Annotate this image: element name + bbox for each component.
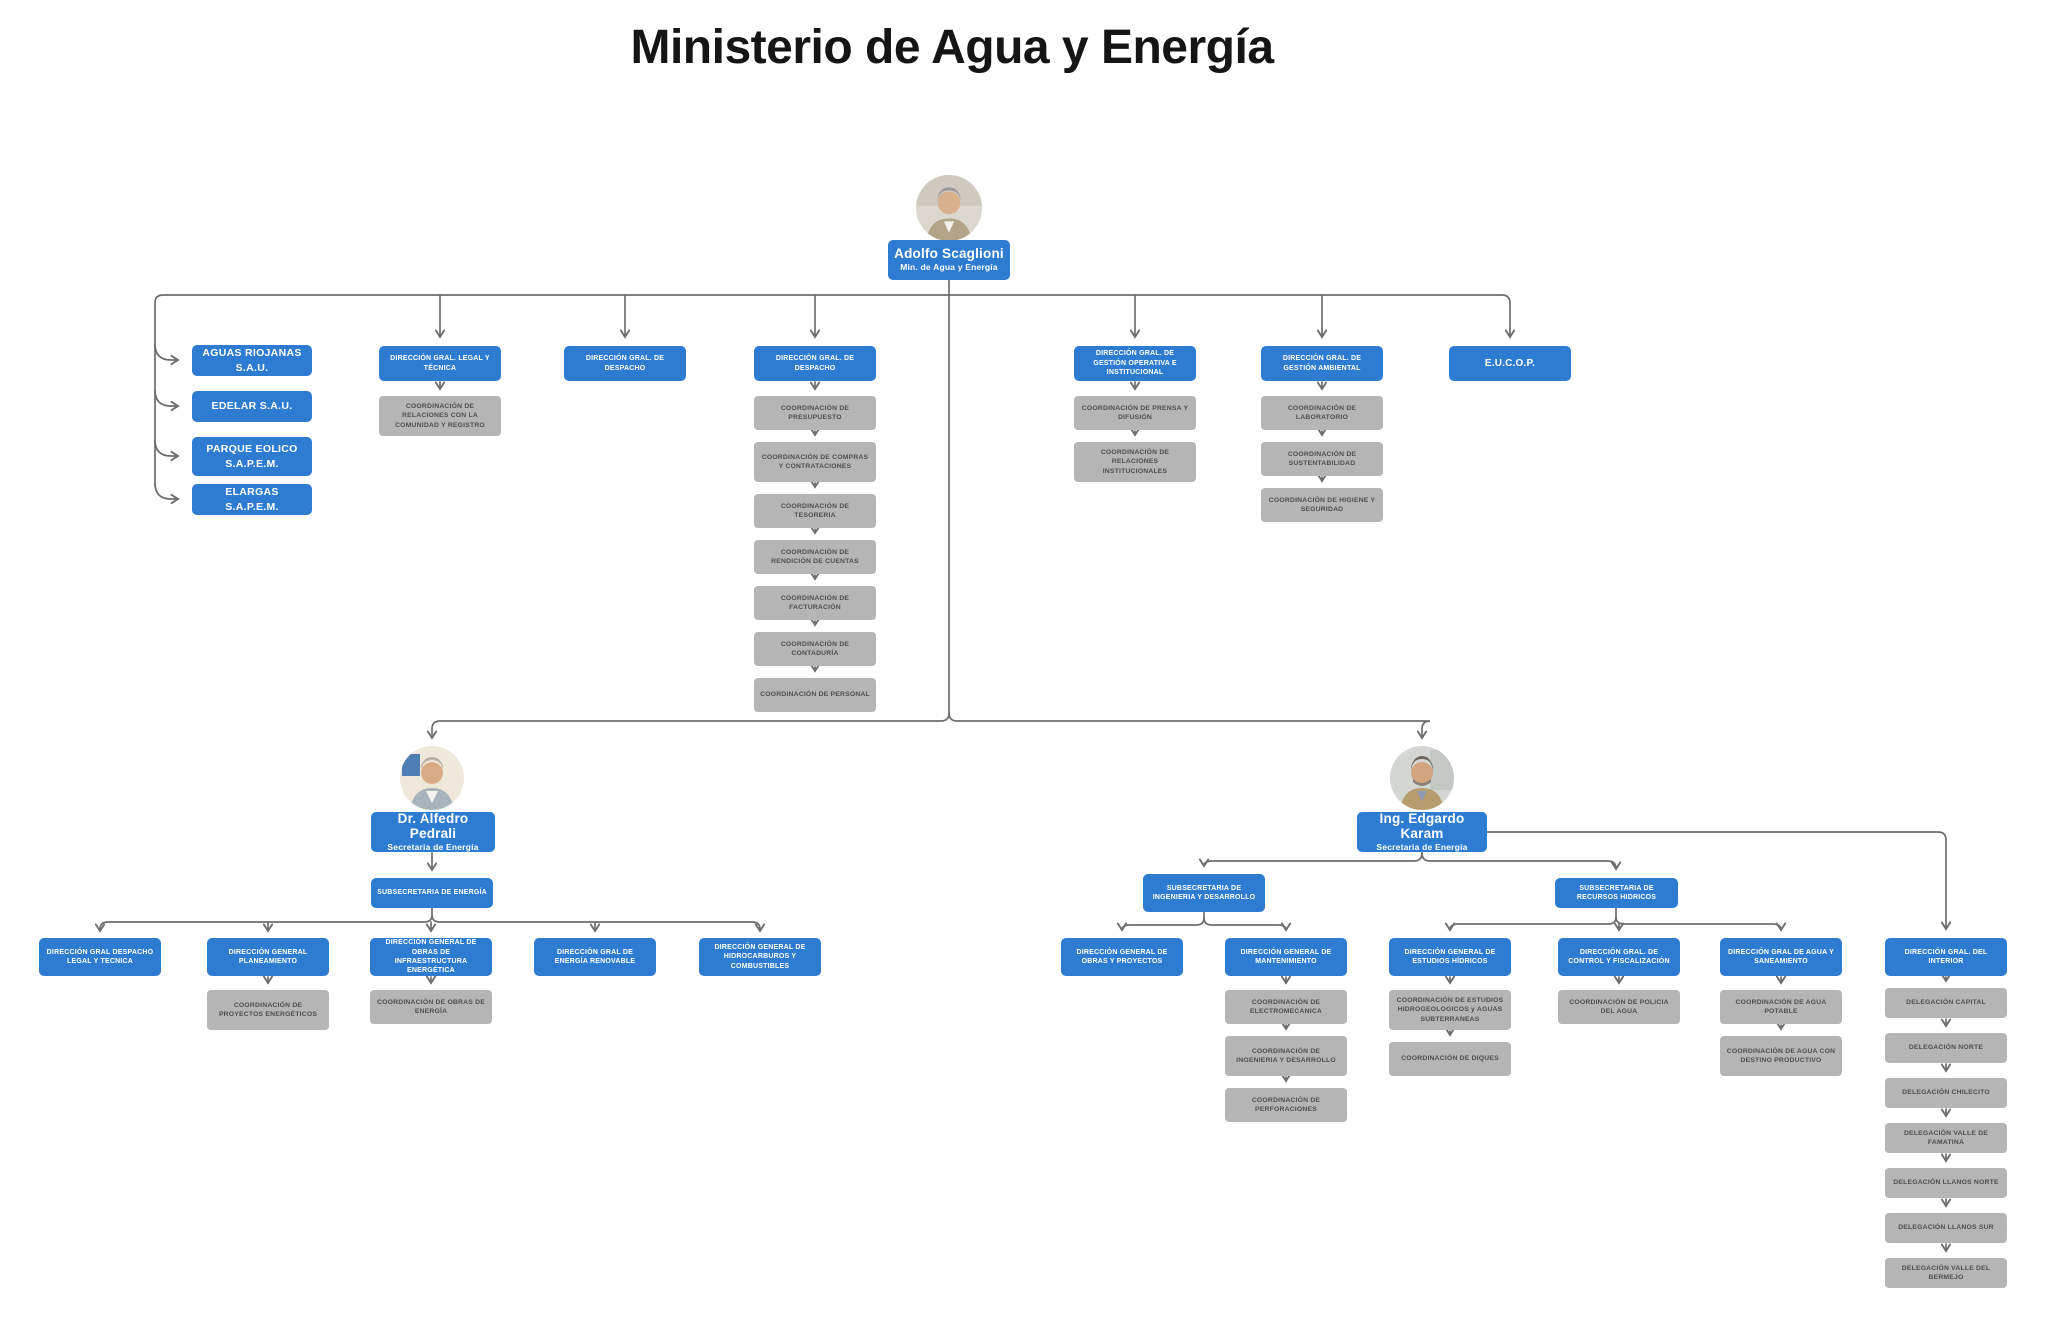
dir-obras-proyectos: DIRECCIÓN GENERAL DE OBRAS Y PROYECTOS [1061,938,1183,976]
minister-name: Adolfo Scaglioni [894,246,1004,262]
dir-legal-tecnica: DIRECCIÓN GRAL. LEGAL Y TÉCNICA [379,346,501,381]
delegacion-valle-bermejo: DELEGACIÓN VALLE DEL BERMEJO [1885,1258,2007,1288]
coord-facturacion: COORDINACIÓN DE FACTURACIÓN [754,586,876,620]
coord-diques: COORDINACIÓN DE DIQUES [1389,1042,1511,1076]
entity-aguas-riojanas: AGUAS RIOJANAS S.A.U. [192,345,312,376]
dir-obras-infraestructura: DIRECCIÓN GENERAL DE OBRAS DE INFRAESTRU… [370,938,492,976]
delegacion-valle-famatina: DELEGACIÓN VALLE DE FAMATINA [1885,1123,2007,1153]
entity-parque-eolico: PARQUE EOLICO S.A.P.E.M. [192,437,312,476]
minister-photo [916,175,982,241]
entity-edelar: EDELAR S.A.U. [192,391,312,422]
coord-proyectos-energeticos: COORDINACIÓN DE PROYECTOS ENERGÉTICOS [207,990,329,1030]
coord-compras: COORDINACIÓN DE COMPRAS Y CONTRATACIONES [754,442,876,482]
entity-elargas: ELARGAS S.A.P.E.M. [192,484,312,515]
delegacion-llanos-norte: DELEGACIÓN LLANOS NORTE [1885,1168,2007,1198]
secretary-hidrico-name: Ing. Edgardo Karam [1379,810,1465,841]
coord-policia-agua: COORDINACIÓN DE POLICIA DEL AGUA [1558,990,1680,1024]
dir-agua-saneamiento: DIRECCIÓN GRAL DE AGUA Y SANEAMIENTO [1720,938,1842,976]
dir-despacho-legal-tecnica: DIRECCIÓN GRAL DESPACHO LEGAL Y TECNICA [39,938,161,976]
secretary-energia-photo [400,746,464,810]
dir-control-fiscalizacion: DIRECCIÓN GRAL. DE CONTROL Y FISCALIZACI… [1558,938,1680,976]
subsec-recursos: SUBSECRETARIA DE RECURSOS HIDRICOS [1555,878,1678,908]
delegacion-llanos-sur: DELEGACIÓN LLANOS SUR [1885,1213,2007,1243]
dir-hidrocarburos: DIRECCIÓN GENERAL DE HIDROCARBUROS Y COM… [699,938,821,976]
coord-agua-productivo: COORDINACIÓN DE AGUA CON DESTINO PRODUCT… [1720,1036,1842,1076]
dir-energia-renovable: DIRECCIÓN GRAL DE ENERGÍA RENOVABLE [534,938,656,976]
delegacion-capital: DELEGACIÓN CAPITAL [1885,988,2007,1018]
dir-mantenimiento: DIRECCIÓN GENERAL DE MANTENIMIENTO [1225,938,1347,976]
page-title: Ministerio de Agua y Energía [630,21,1274,74]
coord-hidrogeologicos: COORDINACIÓN DE ESTUDIOS HIDROGEOLOGICOS… [1389,990,1511,1030]
coord-laboratorio: COORDINACIÓN DE LABORATORIO [1261,396,1383,430]
coord-electromecanica: COORDINACIÓN DE ELECTROMECANICA [1225,990,1347,1024]
dir-gestion-operativa: DIRECCIÓN GRAL. DE GESTIÓN OPERATIVA E I… [1074,346,1196,381]
dir-despacho-1: DIRECCIÓN GRAL. DE DESPACHO [564,346,686,381]
secretary-hidrico-photo [1390,746,1454,810]
coord-higiene: COORDINACIÓN DE HIGIENE Y SEGURIDAD [1261,488,1383,522]
coord-rendicion: COORDINACIÓN DE RENDICIÓN DE CUENTAS [754,540,876,574]
dir-despacho-2: DIRECCIÓN GRAL. DE DESPACHO [754,346,876,381]
secretary-energia-name: Dr. Alfedro Pedrali [397,810,469,841]
coord-personal: COORDINACIÓN DE PERSONAL [754,678,876,712]
dir-planeamiento: DIRECCIÓN GENERAL PLANEAMIENTO [207,938,329,976]
coord-relaciones-institucionales: COORDINACIÓN DE RELACIONES INSTITUCIONAL… [1074,442,1196,482]
coord-tesoreria: COORDINACIÓN DE TESORERIA [754,494,876,528]
secretary-energia-card: Dr. Alfedro Pedrali Secretaria de Energí… [371,810,495,852]
coord-contaduria: COORDINACIÓN DE CONTADURÍA [754,632,876,666]
coord-sustentabilidad: COORDINACIÓN DE SUSTENTABILIDAD [1261,442,1383,476]
dir-gestion-ambiental: DIRECCIÓN GRAL. DE GESTIÓN AMBIENTAL [1261,346,1383,381]
delegacion-chilecito: DELEGACIÓN CHILECITO [1885,1078,2007,1108]
eucop: E.U.C.O.P. [1449,346,1571,381]
coord-ingenieria-desarrollo: COORDINACIÓN DE INGENIERIA Y DESARROLLO [1225,1036,1347,1076]
coord-agua-potable: COORDINACIÓN DE AGUA POTABLE [1720,990,1842,1024]
delegacion-norte: DELEGACIÓN NORTE [1885,1033,2007,1063]
minister-role: Min. de Agua y Energía [900,262,998,273]
coord-perforaciones: COORDINACIÓN DE PERFORACIONES [1225,1088,1347,1122]
secretary-energia-role: Secretaria de Energía [387,841,479,852]
dir-estudios-hidricos: DIRECCIÓN GENERAL DE ESTUDIOS HÍDRICOS [1389,938,1511,976]
secretary-hidrico-role: Secretaria de Energía [1376,841,1468,852]
coord-obras-energia: COORDINACIÓN DE OBRAS DE ENERGÍA [370,990,492,1024]
dir-interior: DIRECCIÓN GRAL. DEL INTERIOR [1885,938,2007,976]
coord-prensa: COORDINACIÓN DE PRENSA Y DIFUSIÓN [1074,396,1196,430]
coord-presupuesto: COORDINACIÓN DE PRESUPUESTO [754,396,876,430]
coord-relaciones-comunidad: COORDINACIÓN DE RELACIONES CON LA COMUNI… [379,396,501,436]
subsec-ingenieria: SUBSECRETARIA DE INGENIERIA Y DESARROLLO [1143,874,1265,912]
secretary-hidrico-card: Ing. Edgardo Karam Secretaria de Energía [1357,810,1487,852]
subsec-energia: SUBSECRETARIA DE ENERGÍA [371,878,493,908]
minister-card: Adolfo Scaglioni Min. de Agua y Energía [888,240,1010,280]
